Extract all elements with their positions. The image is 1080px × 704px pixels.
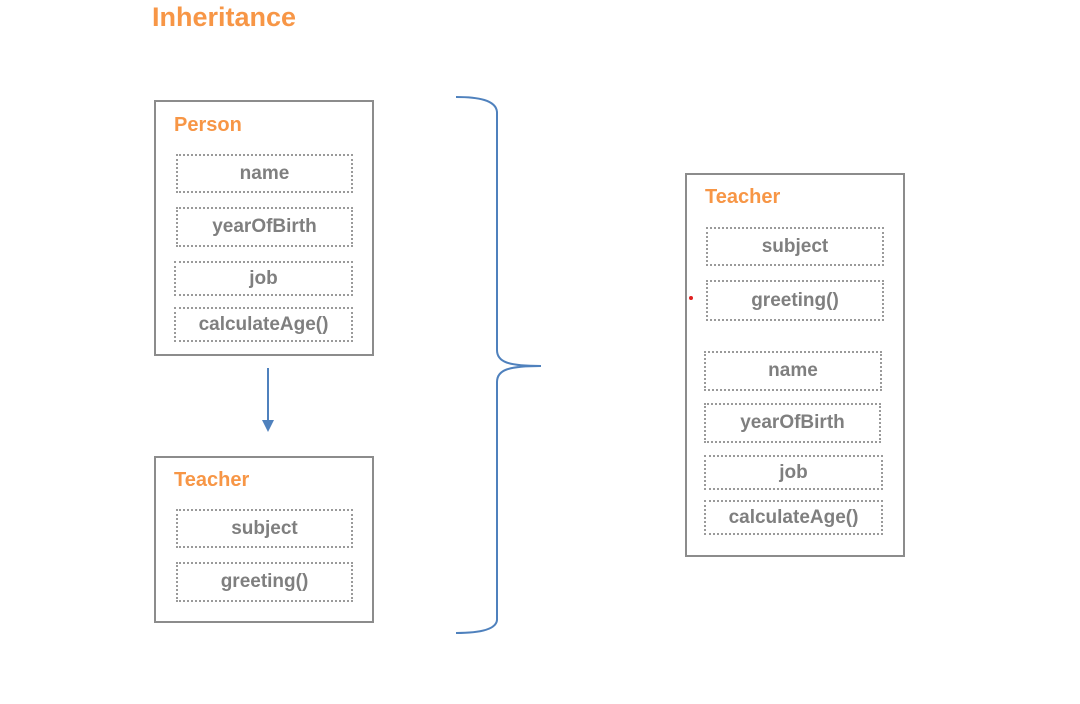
person-member-name: name <box>176 154 353 193</box>
result-member-greeting: greeting() <box>706 280 884 321</box>
result-teacher-class-name: Teacher <box>705 186 781 208</box>
teacher-member-subject: subject <box>176 509 353 548</box>
person-class-name: Person <box>174 114 242 136</box>
result-member-job: job <box>704 455 883 490</box>
result-member-name: name <box>704 351 882 391</box>
result-member-subject: subject <box>706 227 884 266</box>
result-member-calculateage: calculateAge() <box>704 500 883 535</box>
marker-dot <box>689 296 693 300</box>
person-member-job: job <box>174 261 353 296</box>
teacher-class-box <box>154 456 374 623</box>
person-member-calculateage: calculateAge() <box>174 307 353 342</box>
result-teacher-class-box <box>685 173 905 557</box>
curly-brace <box>455 96 542 634</box>
inheritance-arrow <box>262 368 274 432</box>
slide-title: Inheritance <box>152 2 297 32</box>
person-class-box <box>154 100 374 356</box>
teacher-class-name: Teacher <box>174 469 250 491</box>
teacher-member-greeting: greeting() <box>176 562 353 602</box>
result-member-yearofbirth: yearOfBirth <box>704 403 881 443</box>
person-member-yearofbirth: yearOfBirth <box>176 207 353 247</box>
